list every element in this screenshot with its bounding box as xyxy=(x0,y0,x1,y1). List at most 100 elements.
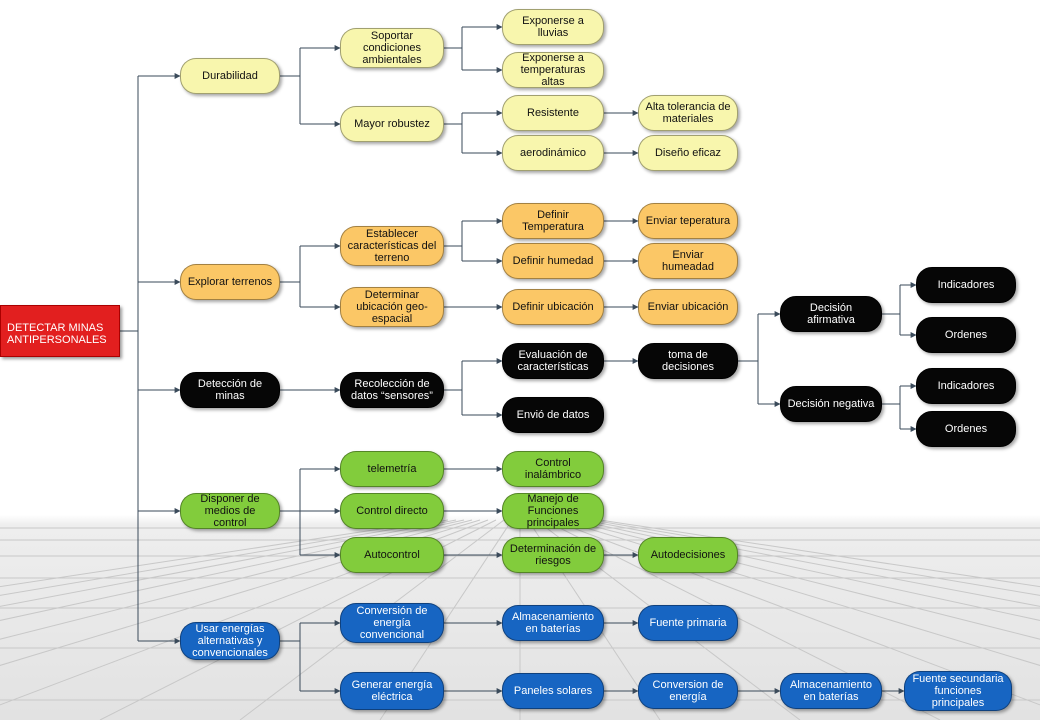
node-label: Determinación de riesgos xyxy=(509,543,597,567)
node-label: Control inalámbrico xyxy=(524,457,582,481)
node-label: Evaluación de características xyxy=(517,349,589,373)
node-indicadores-2[interactable]: Indicadores xyxy=(916,368,1016,404)
node-aerodinamico[interactable]: aerodinámico xyxy=(502,135,604,171)
root-node[interactable]: DETECTAR MINAS ANTIPERSONALES xyxy=(0,305,120,357)
node-label: Conversión de energía convencional xyxy=(356,605,428,641)
node-label: Explorar terrenos xyxy=(187,276,273,288)
node-manejo-funciones[interactable]: Manejo de Funciones principales xyxy=(502,493,604,529)
node-autodecisiones[interactable]: Autodecisiones xyxy=(638,537,738,573)
node-label: Paneles solares xyxy=(513,685,593,697)
node-deteccion[interactable]: Detección de minas xyxy=(180,372,280,408)
node-label: Exponerse a lluvias xyxy=(522,15,584,39)
node-fuente-primaria[interactable]: Fuente primaria xyxy=(638,605,738,641)
floor-grid-line xyxy=(0,519,441,588)
node-label: Decisión afirmativa xyxy=(807,302,855,326)
node-usar-energias[interactable]: Usar energías alternativas y convenciona… xyxy=(180,622,280,660)
node-recoleccion[interactable]: Recolección de datos “sensores” xyxy=(340,372,444,408)
node-envio-datos[interactable]: Envió de datos xyxy=(502,397,604,433)
node-fuente-secundaria[interactable]: Fuente secundaria funciones principales xyxy=(904,671,1012,711)
node-label: Soportar condiciones ambientales xyxy=(362,30,422,66)
node-exponerse-temperaturas[interactable]: Exponerse a temperaturas altas xyxy=(502,52,604,88)
node-label: Ordenes xyxy=(944,329,988,341)
node-disponer[interactable]: Disponer de medios de control xyxy=(180,493,280,529)
floor-grid-line xyxy=(0,519,465,621)
node-decision-afirmativa[interactable]: Decisión afirmativa xyxy=(780,296,882,332)
node-label: Determinar ubicación geo- espacial xyxy=(356,289,428,325)
node-alta-tolerancia[interactable]: Alta tolerancia de materiales xyxy=(638,95,738,131)
floor-grid-line xyxy=(0,519,449,596)
node-label: Disponer de medios de control xyxy=(200,493,260,529)
node-explorar[interactable]: Explorar terrenos xyxy=(180,264,280,300)
node-label: Almacenamiento en baterías xyxy=(790,679,872,703)
node-label: Durabilidad xyxy=(202,70,258,82)
node-label: Recolección de datos “sensores” xyxy=(351,378,433,402)
node-conversion-energia-conv[interactable]: Conversión de energía convencional xyxy=(340,603,444,643)
node-conversion-energia[interactable]: Conversion de energía xyxy=(638,673,738,709)
root-node-label: DETECTAR MINAS ANTIPERSONALES xyxy=(7,322,107,346)
node-determinacion-riesgos[interactable]: Determinación de riesgos xyxy=(502,537,604,573)
node-label: Establecer características del terreno xyxy=(347,228,437,264)
node-determinar-ubicacion[interactable]: Determinar ubicación geo- espacial xyxy=(340,287,444,327)
node-label: Usar energías alternativas y convenciona… xyxy=(192,623,268,659)
node-indicadores-1[interactable]: Indicadores xyxy=(916,267,1016,303)
node-label: Generar energía eléctrica xyxy=(351,679,433,703)
node-label: Exponerse a temperaturas altas xyxy=(520,52,586,88)
node-label: Envió de datos xyxy=(516,409,590,421)
node-definir-humedad[interactable]: Definir humedad xyxy=(502,243,604,279)
node-label: aerodinámico xyxy=(519,147,587,159)
node-resistente[interactable]: Resistente xyxy=(502,95,604,131)
node-almacenamiento-2[interactable]: Almacenamiento en baterías xyxy=(780,673,882,709)
node-label: Definir humedad xyxy=(512,255,594,267)
node-definir-temperatura[interactable]: Definir Temperatura xyxy=(502,203,604,239)
node-label: Ordenes xyxy=(944,423,988,435)
node-enviar-humeadad[interactable]: Enviar humeadad xyxy=(638,243,738,279)
node-definir-ubicacion[interactable]: Definir ubicación xyxy=(502,289,604,325)
node-label: Enviar humeadad xyxy=(662,249,714,273)
node-telemetria[interactable]: telemetría xyxy=(340,451,444,487)
node-generar-energia[interactable]: Generar energía eléctrica xyxy=(340,672,444,710)
node-almacenamiento-1[interactable]: Almacenamiento en baterías xyxy=(502,605,604,641)
node-label: Mayor robustez xyxy=(354,118,430,130)
node-control-directo[interactable]: Control directo xyxy=(340,493,444,529)
node-evaluacion[interactable]: Evaluación de características xyxy=(502,343,604,379)
node-label: Alta tolerancia de materiales xyxy=(645,101,731,125)
node-paneles-solares[interactable]: Paneles solares xyxy=(502,673,604,709)
node-toma-decisiones[interactable]: toma de decisiones xyxy=(638,343,738,379)
node-label: Enviar ubicación xyxy=(647,301,729,313)
node-enviar-teperatura[interactable]: Enviar teperatura xyxy=(638,203,738,239)
node-label: Indicadores xyxy=(937,380,995,392)
node-exponerse-lluvias[interactable]: Exponerse a lluvias xyxy=(502,9,604,45)
node-label: Diseño eficaz xyxy=(654,147,722,159)
node-establecer[interactable]: Establecer características del terreno xyxy=(340,226,444,266)
floor-grid-line xyxy=(591,519,1040,596)
node-label: Autodecisiones xyxy=(650,549,726,561)
node-mayor-robustez[interactable]: Mayor robustez xyxy=(340,106,444,142)
floor-grid-line xyxy=(599,519,1040,588)
floor-grid-line xyxy=(583,519,1040,607)
node-durabilidad[interactable]: Durabilidad xyxy=(180,58,280,94)
node-label: Enviar teperatura xyxy=(645,215,731,227)
node-label: Detección de minas xyxy=(197,378,263,402)
node-enviar-ubicacion[interactable]: Enviar ubicación xyxy=(638,289,738,325)
node-ordenes-2[interactable]: Ordenes xyxy=(916,411,1016,447)
node-label: Manejo de Funciones principales xyxy=(526,493,580,529)
node-diseno-eficaz[interactable]: Diseño eficaz xyxy=(638,135,738,171)
node-label: Fuente primaria xyxy=(649,617,727,629)
node-label: Definir Temperatura xyxy=(522,209,584,233)
node-soportar[interactable]: Soportar condiciones ambientales xyxy=(340,28,444,68)
floor-grid-line xyxy=(0,519,457,607)
node-label: Decisión negativa xyxy=(787,398,875,410)
node-label: Autocontrol xyxy=(364,549,420,561)
node-label: Conversion de energía xyxy=(652,679,724,703)
node-autocontrol[interactable]: Autocontrol xyxy=(340,537,444,573)
node-label: Definir ubicación xyxy=(512,301,594,313)
node-label: Almacenamiento en baterías xyxy=(512,611,594,635)
node-ordenes-1[interactable]: Ordenes xyxy=(916,317,1016,353)
node-label: Fuente secundaria funciones principales xyxy=(912,673,1004,709)
node-label: telemetría xyxy=(367,463,417,475)
node-label: toma de decisiones xyxy=(662,349,714,373)
node-decision-negativa[interactable]: Decisión negativa xyxy=(780,386,882,422)
node-control-inalambrico[interactable]: Control inalámbrico xyxy=(502,451,604,487)
